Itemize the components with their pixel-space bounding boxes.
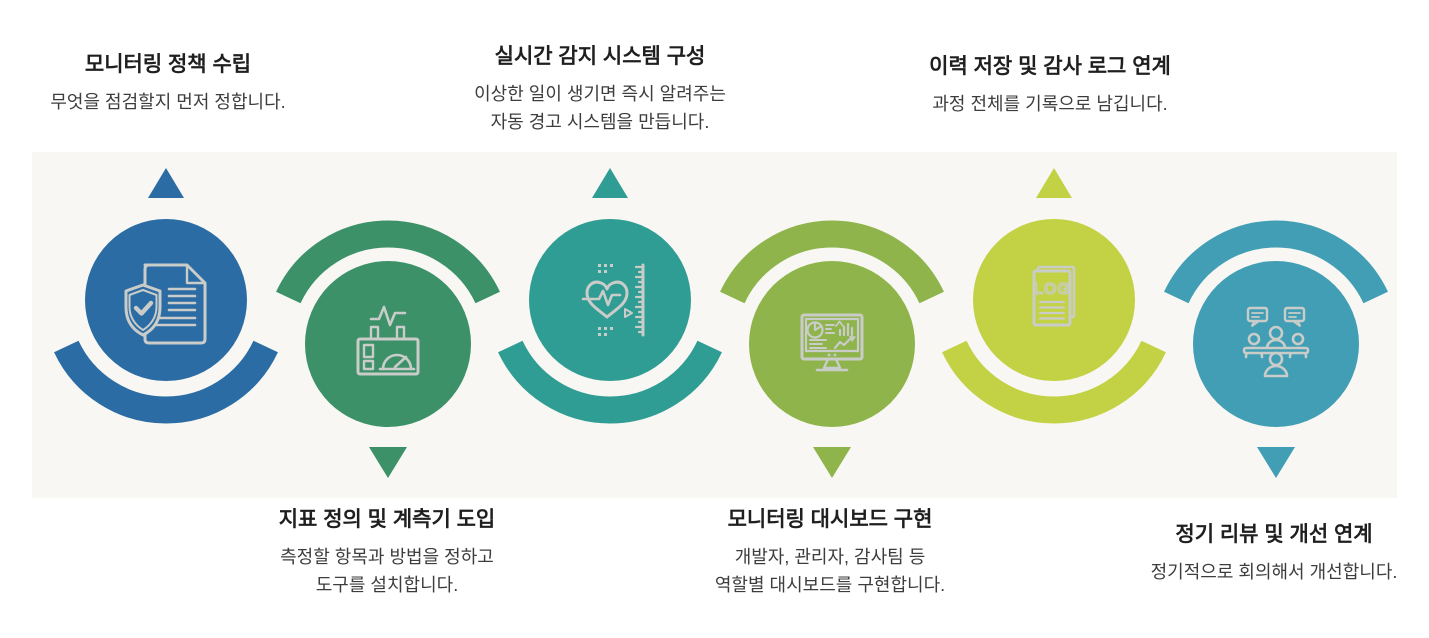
step-3-description: 이상한 일이 생기면 즉시 알려주는 자동 경고 시스템을 만듭니다.	[474, 84, 726, 132]
step-6-label: 정기 리뷰 및 개선 연계 정기적으로 회의해서 개선합니다.	[1104, 520, 1429, 586]
step-4-graphic	[720, 220, 944, 478]
step-5-description: 과정 전체를 기록으로 남깁니다.	[932, 94, 1168, 114]
step-4-circle	[749, 261, 915, 427]
step-6-arc	[1164, 220, 1388, 304]
step-4-description: 개발자, 관리자, 감사팀 등 역할별 대시보드를 구현합니다.	[714, 547, 946, 595]
step-5-label: 이력 저장 및 감사 로그 연계 과정 전체를 기록으로 남깁니다.	[880, 52, 1220, 118]
step-1-title: 모니터링 정책 수립	[84, 53, 252, 76]
step-2-down-arrow	[369, 447, 407, 478]
step-2-description: 측정할 항목과 방법을 정하고 도구를 설치합니다.	[280, 547, 494, 595]
step-3-graphic	[498, 168, 722, 424]
step-6-circle	[1193, 261, 1359, 427]
step-4-title: 모니터링 대시보드 구현	[727, 508, 933, 531]
log-front-page	[1032, 269, 1072, 327]
step-1-circle	[85, 219, 247, 381]
step-2-label: 지표 정의 및 계측기 도입 측정할 항목과 방법을 정하고 도구를 설치합니다…	[217, 505, 557, 599]
step-6-description: 정기적으로 회의해서 개선합니다.	[1150, 562, 1398, 582]
step-3-up-arrow	[592, 168, 628, 198]
step-5-graphic: LOG	[942, 168, 1166, 424]
step-1-graphic	[54, 168, 278, 424]
step-1-description: 무엇을 점검할지 먼저 정합니다.	[50, 92, 286, 112]
diagram-background-band	[32, 152, 1397, 498]
step-1-up-arrow	[148, 168, 184, 198]
log-document-icon: LOG	[1032, 265, 1076, 327]
step-6-graphic	[1164, 220, 1388, 478]
step-4-label: 모니터링 대시보드 구현 개발자, 관리자, 감사팀 등 역할별 대시보드를 구…	[660, 505, 1000, 599]
step-2-graphic	[276, 220, 500, 478]
gauge-meter-icon	[356, 305, 420, 376]
step-6-down-arrow	[1257, 447, 1295, 478]
step-4-down-arrow	[813, 447, 851, 478]
step-3-label: 실시간 감지 시스템 구성 이상한 일이 생기면 즉시 알려주는 자동 경고 시…	[430, 42, 770, 136]
step-1-arc	[54, 340, 278, 424]
heart-pulse-ruler-icon	[581, 263, 645, 337]
step-3-arc	[498, 340, 722, 424]
step-3-title: 실시간 감지 시스템 구성	[494, 45, 706, 68]
step-5-up-arrow	[1036, 168, 1072, 198]
meeting-people-icon	[1242, 306, 1310, 378]
step-5-arc	[942, 340, 1166, 424]
step-6-title: 정기 리뷰 및 개선 연계	[1175, 523, 1373, 546]
step-4-arc	[720, 220, 944, 304]
step-2-arc	[276, 220, 500, 304]
step-1-label: 모니터링 정책 수립 무엇을 점검할지 먼저 정합니다.	[0, 50, 336, 116]
dashboard-monitor-icon	[800, 313, 864, 372]
log-icon-text: LOG	[1033, 281, 1071, 298]
shield-document-icon	[124, 263, 207, 345]
step-5-title: 이력 저장 및 감사 로그 연계	[929, 55, 1171, 78]
step-2-title: 지표 정의 및 계측기 도입	[278, 508, 496, 531]
step-2-circle	[305, 261, 471, 427]
